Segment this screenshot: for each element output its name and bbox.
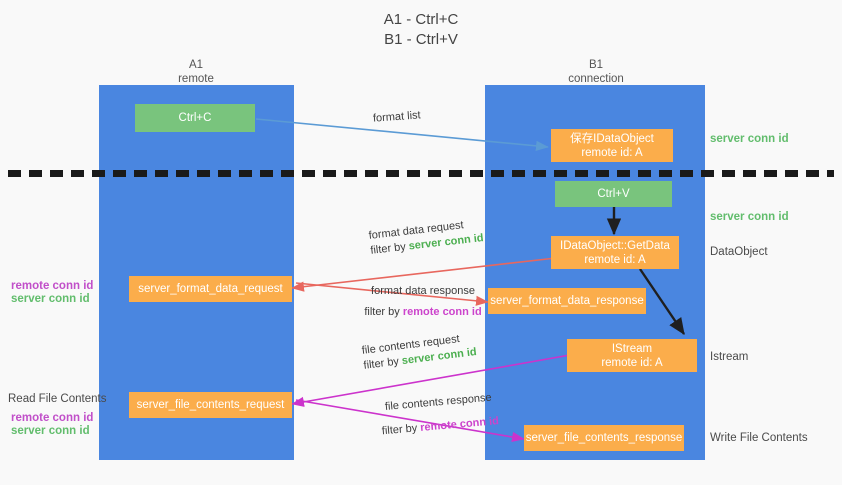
right-label-server-conn-id-mid: server conn id [710,211,789,223]
left-label-read-file-contents: Read File Contents [8,393,107,405]
phase-divider [8,170,834,177]
lane-a1-sub: remote [178,73,214,85]
box-istream-line2: remote id: A [601,356,663,369]
box-ctrl-c[interactable]: Ctrl+C [135,104,255,132]
box-idataobject[interactable]: 保存IDataObject remote id: A [551,129,673,162]
title-line-2: B1 - Ctrl+V [384,31,458,48]
box-server-file-contents-response[interactable]: server_file_contents_response [524,425,684,451]
lane-b1-name: B1 [588,59,604,71]
right-label-server-conn-id-top: server conn id [710,133,789,145]
box-server-file-contents-request-label: server_file_contents_request [136,399,285,411]
right-label-dataobject: DataObject [710,246,768,258]
page-title: A1 - Ctrl+C B1 - Ctrl+V [0,10,842,50]
left-label-remote-conn-id-1: remote conn id [11,280,94,292]
box-istream-line1: IStream [611,342,653,355]
left-label-server-conn-id-1: server conn id [11,293,90,305]
box-getdata-line2: remote id: A [584,253,646,266]
box-server-file-contents-request[interactable]: server_file_contents_request [129,392,292,418]
lane-header-b1: B1 connection [520,58,672,86]
edge-label-format-data-response: format data response filter by remote co… [338,284,508,320]
lane-a1-name: A1 [188,59,204,71]
filter-key-remote-conn-id-1: remote conn id [402,306,482,318]
box-getdata-line1: IDataObject::GetData [560,239,670,252]
box-ctrl-v-label: Ctrl+V [597,188,630,200]
box-idataobject-line1: 保存IDataObject [570,132,654,145]
box-server-format-data-request[interactable]: server_format_data_request [129,276,292,302]
box-istream[interactable]: IStream remote id: A [567,339,697,372]
left-label-remote-conn-id-2: remote conn id [11,412,94,424]
lane-b1-sub: connection [568,73,624,85]
box-ctrl-v[interactable]: Ctrl+V [555,181,672,207]
box-server-file-contents-response-label: server_file_contents_response [525,432,683,444]
box-idataobject-line2: remote id: A [581,146,643,159]
box-idataobject-getdata[interactable]: IDataObject::GetData remote id: A [551,236,679,269]
box-server-format-data-response[interactable]: server_format_data_response [488,288,646,314]
edge-label-format-data-response-filter: filter by remote conn id [364,306,482,318]
edge-label-file-contents-request: file contents request filter by server c… [361,332,478,372]
title-line-1: A1 - Ctrl+C [383,11,459,28]
left-label-server-conn-id-2: server conn id [11,425,90,437]
edge-label-format-list: format list [372,109,422,125]
lane-header-a1: A1 remote [120,58,272,86]
right-label-istream: Istream [710,351,749,363]
box-server-format-data-response-label: server_format_data_response [490,295,644,307]
box-server-format-data-request-label: server_format_data_request [138,283,283,295]
box-ctrl-c-label: Ctrl+C [178,112,212,124]
edge-label-format-data-request: format data request filter by server con… [368,219,485,257]
right-label-write-file-contents: Write File Contents [710,432,808,444]
